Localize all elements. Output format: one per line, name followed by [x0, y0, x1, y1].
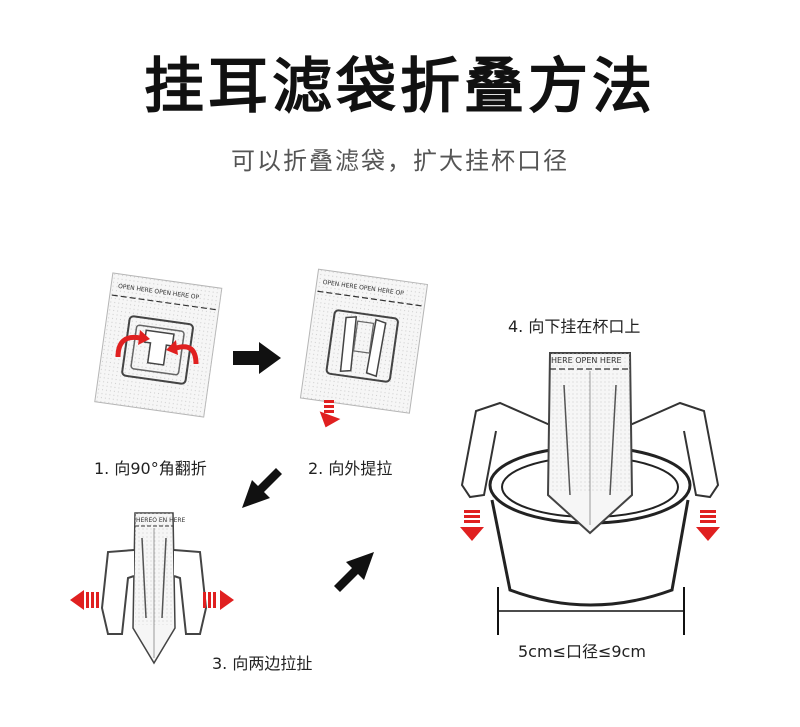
- fold-arrow-left-icon: [115, 334, 141, 358]
- hang-down-arrow-right-icon: [696, 510, 720, 541]
- fold-arrow-right-icon: [175, 344, 199, 365]
- diameter-measure-line: [497, 587, 685, 635]
- pull-left-arrow-icon: [70, 590, 99, 610]
- bag-print-text: HERE OPEN HERE: [551, 356, 622, 365]
- step1-label: 1. 向90°角翻折: [94, 459, 207, 478]
- hang-down-arrow-left-icon: [460, 510, 484, 541]
- step2-label: 2. 向外提拉: [308, 459, 393, 478]
- arrow-right-icon: [233, 342, 281, 374]
- pull-right-arrow-icon: [203, 590, 234, 610]
- pull-down-arrow-icon: [319, 400, 341, 428]
- page-subtitle: 可以折叠滤袋，扩大挂杯口径: [231, 147, 569, 175]
- step3-label: 3. 向两边拉扯: [212, 654, 313, 673]
- arrow-up-right-icon: [334, 552, 374, 592]
- bag-print-text: HEREO EN HERE: [136, 517, 186, 524]
- diameter-label: 5cm≤口径≤9cm: [518, 642, 646, 661]
- step1-illustration: OPEN HERE OPEN HERE OP: [94, 272, 223, 418]
- arrow-down-left-icon: [242, 468, 282, 508]
- step4-illustration: HERE OPEN HERE: [460, 352, 720, 635]
- page-title: 挂耳滤袋折叠方法: [144, 52, 656, 122]
- step2-illustration: OPEN HERE OPEN HERE OP: [299, 268, 429, 428]
- step4-label: 4. 向下挂在杯口上: [508, 317, 641, 336]
- step3-illustration: HEREO EN HERE: [70, 512, 234, 665]
